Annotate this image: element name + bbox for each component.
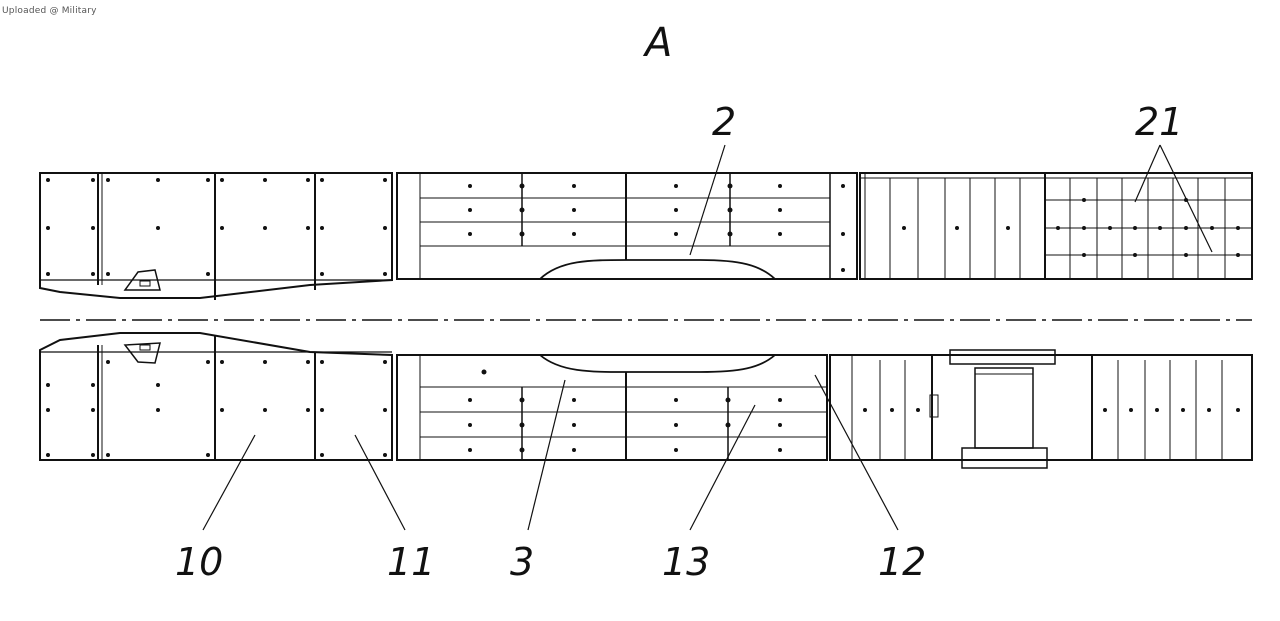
callout-11: 11 [387, 540, 435, 584]
upper-side-view [39, 172, 1253, 300]
view-label: A [642, 20, 672, 66]
lower-side-view [39, 332, 1253, 469]
callout-21: 21 [1135, 100, 1183, 144]
leader-lines [202, 144, 1213, 531]
callout-3: 3 [510, 540, 534, 584]
callout-13: 13 [662, 540, 710, 584]
callout-2: 2 [712, 100, 736, 144]
watermark: Uploaded @ Military [2, 6, 97, 16]
callout-12: 12 [878, 540, 926, 584]
callout-10: 10 [175, 540, 223, 584]
